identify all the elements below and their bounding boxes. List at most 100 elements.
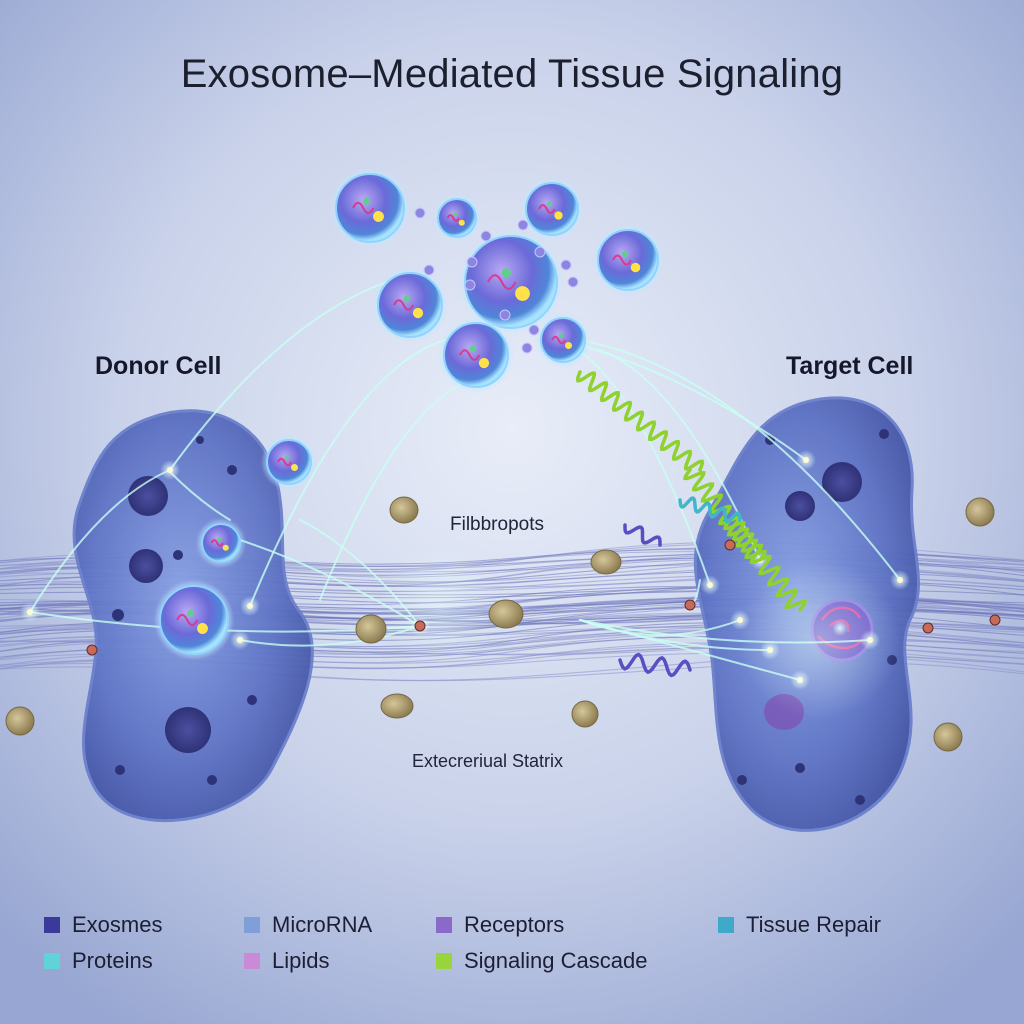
donor-organelle-dark [165, 707, 211, 753]
exosome-cargo [222, 544, 229, 551]
exosome [464, 235, 558, 329]
target-vesicle-small [785, 491, 815, 521]
exosome-protein [403, 295, 410, 302]
exosome-protein [363, 197, 370, 205]
small-vesicle [560, 259, 572, 271]
matrix-particle [590, 549, 622, 575]
exosome-microrna [612, 254, 632, 266]
exosome-cargo [412, 307, 424, 319]
signal-line [29, 469, 171, 613]
red-particle [989, 614, 1001, 626]
signal-line [169, 274, 411, 471]
matrix-particle [389, 496, 419, 524]
legend-label: MicroRNA [272, 912, 373, 937]
diagram-title: Exosome–Mediated Tissue Signaling [180, 52, 844, 96]
matrix-particles [5, 496, 1001, 752]
signal-line [249, 339, 446, 607]
exosome [266, 439, 312, 485]
exosome-microrna [551, 335, 567, 345]
legend-item-lipids: Lipids [244, 948, 329, 974]
small-vesicle [414, 207, 426, 219]
matrix-particle [571, 700, 599, 728]
exosome-protein [546, 201, 553, 207]
legend-swatch-microrna [244, 917, 260, 933]
small-vesicle [528, 324, 540, 336]
small-vesicle [521, 342, 533, 354]
exosome [437, 198, 477, 238]
exosome-cargo [290, 463, 299, 472]
legend-item-signaling-cascade: Signaling Cascade [436, 948, 647, 974]
exosome-microrna [210, 539, 224, 547]
exosome-protein [469, 345, 476, 352]
exosome-microrna [393, 299, 415, 311]
exosome [159, 585, 229, 655]
legend-item-tissue-repair: Tissue Repair [718, 912, 881, 938]
red-particle [684, 599, 696, 611]
exosome-protein [558, 333, 563, 338]
helix-strand [678, 496, 742, 524]
signal-endpoint [707, 582, 713, 588]
exosome [201, 523, 241, 563]
legend-label: Proteins [72, 948, 153, 973]
small-vesicle [480, 230, 492, 242]
helix-strand [623, 523, 662, 547]
legend-swatch-exosomes [44, 917, 60, 933]
exosome-microrna [487, 274, 517, 290]
matrix-particle [355, 614, 387, 644]
signal-endpoint [803, 457, 809, 463]
signaling-cascade-helix [575, 370, 807, 678]
small-vesicle [464, 279, 476, 291]
exosome-cargo [458, 219, 465, 226]
target-cell-label: Target Cell [786, 352, 914, 380]
exosome-cargo [515, 286, 530, 301]
signal-endpoint [897, 577, 903, 583]
matrix-particle [380, 693, 414, 719]
legend-swatch-signaling-cascade [436, 953, 452, 969]
exosome [597, 229, 659, 291]
signal-endpoint [237, 637, 243, 643]
fibroblast-label: Filbbropots [450, 514, 544, 535]
donor-cell-label: Donor Cell [95, 352, 222, 380]
exosome-protein [453, 212, 458, 217]
small-vesicle [423, 264, 435, 276]
donor-nucleus-dark [128, 476, 168, 516]
signal-line [559, 339, 807, 461]
signal-glow-target [740, 560, 900, 720]
signal-endpoint [27, 609, 33, 615]
matrix-particle [933, 722, 963, 752]
small-vesicle [567, 276, 579, 288]
exosome-protein [217, 537, 222, 542]
exosome-microrna [176, 613, 199, 627]
exosome-cargo [564, 341, 573, 350]
exosome [443, 322, 509, 388]
helix-strand [723, 518, 807, 612]
signal-glow-center [380, 545, 500, 665]
exosome-protein [622, 251, 628, 257]
matrix-particle [5, 706, 35, 736]
small-vesicle [499, 309, 511, 321]
exosome-microrna [446, 214, 460, 222]
exosome [335, 173, 405, 243]
exosome-cargo [373, 211, 384, 222]
exosome [525, 182, 579, 236]
exosome-cargo [630, 262, 641, 273]
exosome [540, 317, 586, 363]
donor-vesicle-dark [129, 549, 163, 583]
target-vesicle-dark [822, 462, 862, 502]
helix-strand [618, 652, 692, 678]
exosome-microrna [459, 349, 481, 361]
red-particle [86, 644, 98, 656]
extracellular-matrix-label: Extecreriual Statrix [412, 751, 564, 771]
exosome [377, 272, 443, 338]
legend-swatch-receptors [436, 917, 452, 933]
legend-item-microrna: MicroRNA [244, 912, 372, 938]
exosome-microrna [538, 204, 556, 214]
exosome-protein [284, 455, 289, 460]
signal-endpoint [247, 603, 253, 609]
legend-swatch-proteins [44, 953, 60, 969]
small-vesicle [466, 256, 478, 268]
helix-strand [575, 370, 705, 472]
matrix-particle [965, 497, 995, 527]
